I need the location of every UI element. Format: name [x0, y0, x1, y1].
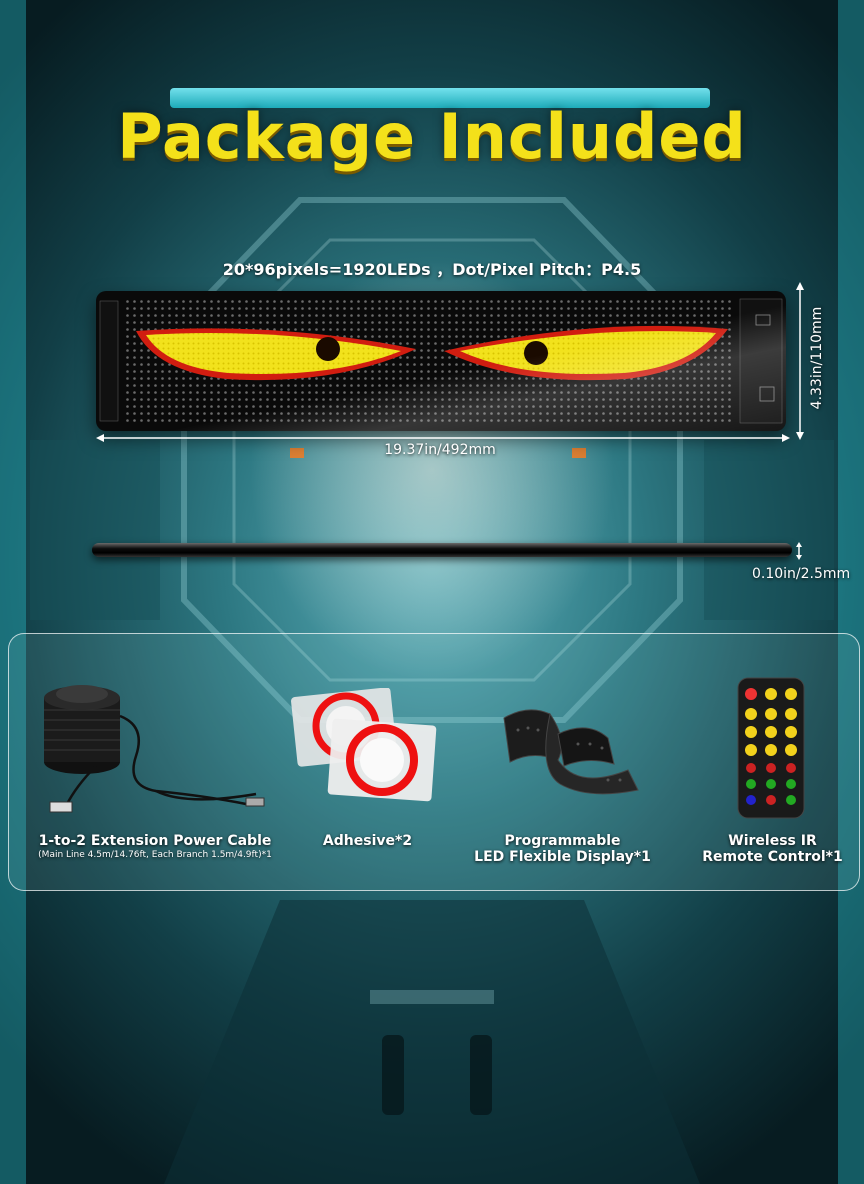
- remote-buttons: [745, 688, 797, 805]
- panel-glare: [96, 291, 786, 431]
- item-remote-label-1: Wireless IR: [728, 833, 817, 849]
- led-panel-front: [96, 291, 786, 431]
- item-adhesive-label: Adhesive*2: [322, 833, 413, 849]
- width-arrow: [96, 434, 790, 442]
- thickness-arrow: [796, 542, 802, 560]
- width-dimension: 19.37in/492mm: [384, 442, 496, 458]
- orange-light-left: [290, 448, 304, 458]
- led-panel-side-view: [92, 543, 792, 557]
- adhesive-image: [291, 688, 437, 802]
- remote-image: [737, 677, 805, 819]
- package-contents-box: [8, 633, 860, 891]
- floor-slot-right: [470, 1035, 492, 1115]
- height-dimension: 4.33in/110mm: [809, 306, 825, 410]
- thickness-dimension: 0.10in/2.5mm: [752, 566, 851, 582]
- item-power-cable-sub: (Main Line 4.5m/14.76ft, Each Branch 1.5…: [38, 850, 272, 860]
- wall-panel-left: [30, 440, 160, 620]
- item-power-cable-label: 1-to-2 Extension Power Cable: [38, 833, 272, 849]
- floor-vent: [370, 990, 494, 1004]
- pixel-specs: 20*96pixels=1920LEDs ，Dot/Pixel Pitch：P4…: [222, 260, 642, 279]
- item-remote-label-2: Remote Control*1: [702, 849, 843, 865]
- flexible-display-image: [503, 709, 639, 795]
- page-title: Package Included: [117, 100, 747, 173]
- orange-light-right: [572, 448, 586, 458]
- floor: [164, 900, 700, 1184]
- height-arrow: [796, 282, 804, 440]
- floor-slot-left: [382, 1035, 404, 1115]
- left-glow: [0, 0, 26, 1184]
- led-eyes-graphic: [96, 291, 786, 431]
- item-display-label-2: LED Flexible Display*1: [474, 849, 651, 865]
- right-glow: [838, 0, 864, 1184]
- power-cable-image: [44, 685, 265, 813]
- item-display-label-1: Programmable: [504, 833, 621, 849]
- wall-panel-right: [704, 440, 834, 620]
- ceiling-light: [170, 88, 710, 108]
